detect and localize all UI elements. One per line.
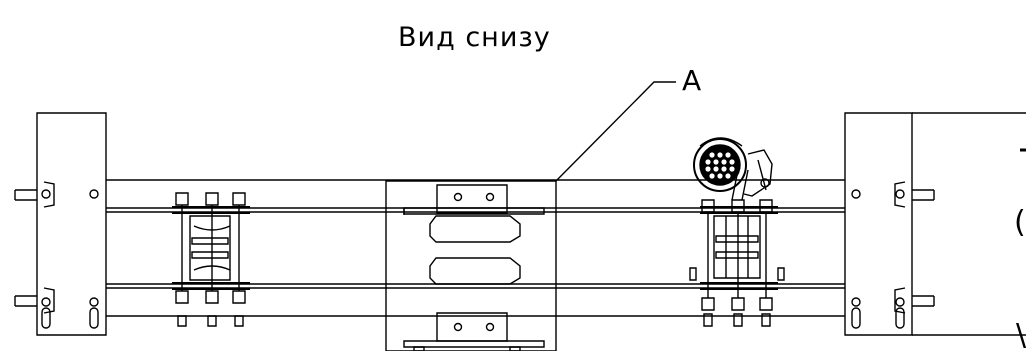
motor-connector-unit	[694, 138, 772, 200]
right-clamp-assembly	[690, 200, 784, 326]
edge-mark-bottom: \	[1016, 318, 1026, 351]
right-end-plate: ( \	[845, 113, 1026, 351]
center-module	[386, 181, 556, 351]
left-end-plate	[15, 113, 106, 335]
connector-pin-grid	[705, 152, 735, 179]
left-clamp-assembly	[172, 193, 250, 326]
callout-a: А	[556, 64, 701, 181]
edge-mark-top: (	[1014, 205, 1026, 240]
callout-label: А	[682, 64, 701, 97]
view-title: Вид снизу	[398, 22, 551, 53]
